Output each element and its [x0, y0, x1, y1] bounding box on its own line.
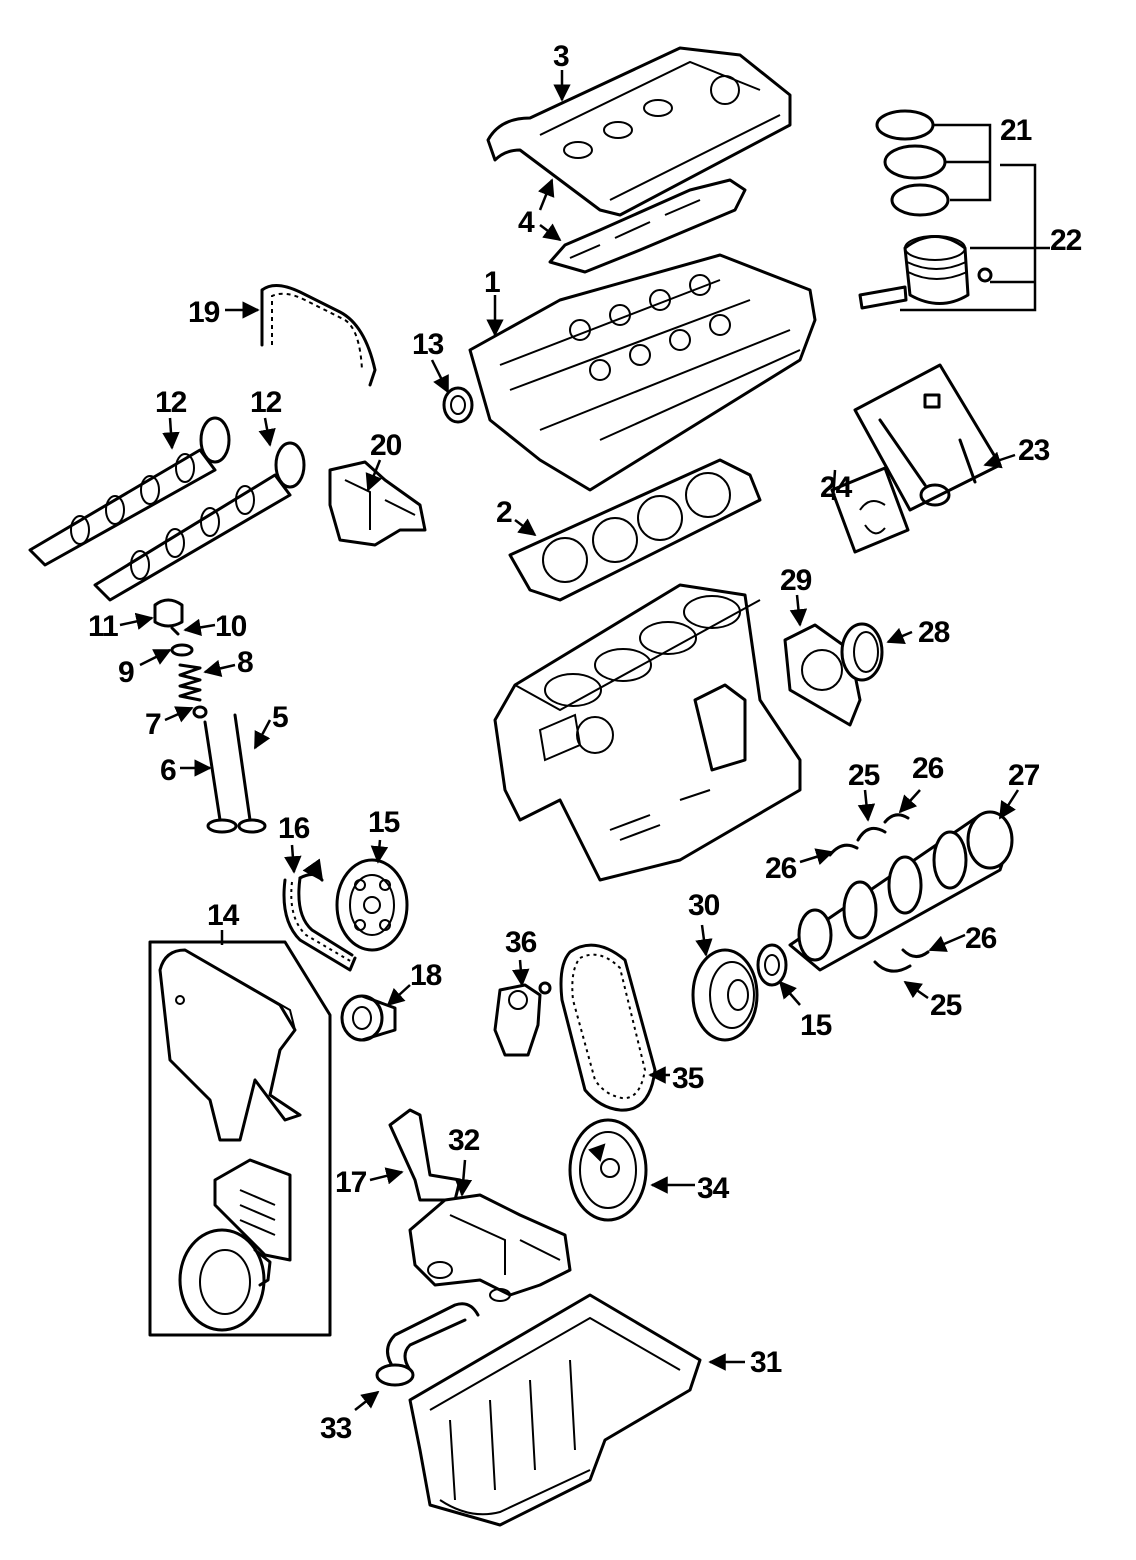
intake-valve[interactable] [203, 720, 238, 834]
callout-21: 21 [1000, 114, 1032, 147]
thrust-washer-lower[interactable] [901, 948, 930, 958]
callout-33: 33 [320, 1412, 352, 1445]
callout-8: 8 [237, 646, 253, 679]
cylinder-head[interactable] [468, 253, 817, 492]
exhaust-valve[interactable] [233, 713, 267, 834]
camshaft-seal[interactable] [442, 386, 474, 424]
callout-12-right: 12 [250, 386, 282, 419]
callout-26-left: 26 [765, 852, 797, 885]
head-gasket[interactable] [508, 458, 762, 602]
piston[interactable] [858, 235, 993, 310]
lower-main-bearing[interactable] [873, 960, 912, 973]
callout-6: 6 [160, 754, 176, 787]
callout-28: 28 [918, 616, 950, 649]
lifter[interactable] [153, 598, 184, 628]
oil-pump-chain[interactable] [559, 943, 657, 1112]
callout-32: 32 [448, 1124, 480, 1157]
callout-12-left: 12 [155, 386, 187, 419]
spring-retainer[interactable] [170, 643, 194, 657]
callout-26-top: 26 [912, 752, 944, 785]
crankshaft-pulley[interactable] [691, 948, 759, 1042]
oil-pump[interactable] [408, 1193, 572, 1302]
leader-lines [119, 70, 1050, 1411]
idler-pulley[interactable] [340, 994, 397, 1042]
callout-22: 22 [1050, 224, 1082, 257]
upper-main-bearing[interactable] [856, 826, 887, 842]
oil-pickup-tube[interactable] [375, 1302, 480, 1387]
callout-18: 18 [410, 959, 442, 992]
callout-1: 1 [484, 266, 500, 299]
callout-20: 20 [370, 429, 402, 462]
oil-pump-sprocket[interactable] [568, 1118, 648, 1222]
crankshaft[interactable] [788, 810, 1014, 972]
callout-2: 2 [496, 496, 512, 529]
callout-24: 24 [820, 471, 853, 504]
callout-14: 14 [207, 899, 240, 932]
callout-19: 19 [188, 296, 220, 329]
valve-spring[interactable] [178, 663, 202, 702]
upper-timing-chain[interactable] [260, 284, 377, 387]
rod-bearings[interactable] [830, 466, 910, 554]
callout-9: 9 [118, 656, 134, 689]
callout-13: 13 [412, 328, 444, 361]
timing-cover-lower[interactable] [213, 1158, 292, 1262]
callout-11: 11 [88, 610, 118, 643]
callout-25-bottom: 25 [930, 989, 962, 1022]
oil-pan[interactable] [408, 1293, 702, 1527]
callout-35: 35 [672, 1062, 704, 1095]
callout-26-bottom: 26 [965, 922, 997, 955]
intake-camshaft[interactable] [28, 416, 231, 567]
valve-cover[interactable] [486, 46, 792, 217]
callout-15-cam: 15 [368, 806, 400, 839]
thrust-washer-upper[interactable] [883, 813, 910, 824]
valve-cover-gasket[interactable] [548, 178, 747, 274]
chain-tensioner[interactable] [328, 460, 427, 547]
callout-labels: 3 4 1 13 2 19 12 12 20 11 10 9 8 7 5 6 2… [88, 40, 1083, 1445]
callout-17: 17 [335, 1166, 367, 1199]
callout-16: 16 [278, 812, 310, 845]
connecting-rod[interactable] [853, 363, 1002, 512]
callout-30: 30 [688, 889, 720, 922]
callout-27: 27 [1008, 759, 1040, 792]
piston-rings[interactable] [875, 109, 950, 217]
callout-7: 7 [145, 708, 161, 741]
crank-sprocket[interactable] [756, 943, 788, 987]
callout-15-crank: 15 [800, 1009, 832, 1042]
valve-seal[interactable] [192, 705, 208, 719]
rear-main-seal[interactable] [840, 622, 884, 682]
balance-chain-tensioner[interactable] [493, 981, 552, 1057]
engine-block[interactable] [493, 583, 802, 882]
callout-10: 10 [215, 610, 247, 643]
thrust-washer-left[interactable] [828, 843, 859, 857]
callout-31: 31 [750, 1346, 782, 1379]
callout-23: 23 [1018, 434, 1050, 467]
cam-sprocket[interactable] [335, 858, 409, 952]
oil-pump-housing-cover[interactable] [178, 1228, 272, 1332]
callout-29: 29 [780, 564, 812, 597]
timing-cover-box [148, 940, 332, 1337]
callout-5: 5 [272, 701, 288, 734]
callout-4: 4 [518, 206, 535, 239]
timing-belt[interactable] [282, 858, 357, 972]
callout-3: 3 [553, 40, 569, 73]
callout-36: 36 [505, 926, 537, 959]
callout-25-top: 25 [848, 759, 880, 792]
callout-34: 34 [697, 1172, 730, 1205]
valve-keepers[interactable] [170, 626, 180, 636]
timing-cover[interactable] [158, 948, 302, 1142]
exhaust-camshaft[interactable] [93, 441, 306, 602]
